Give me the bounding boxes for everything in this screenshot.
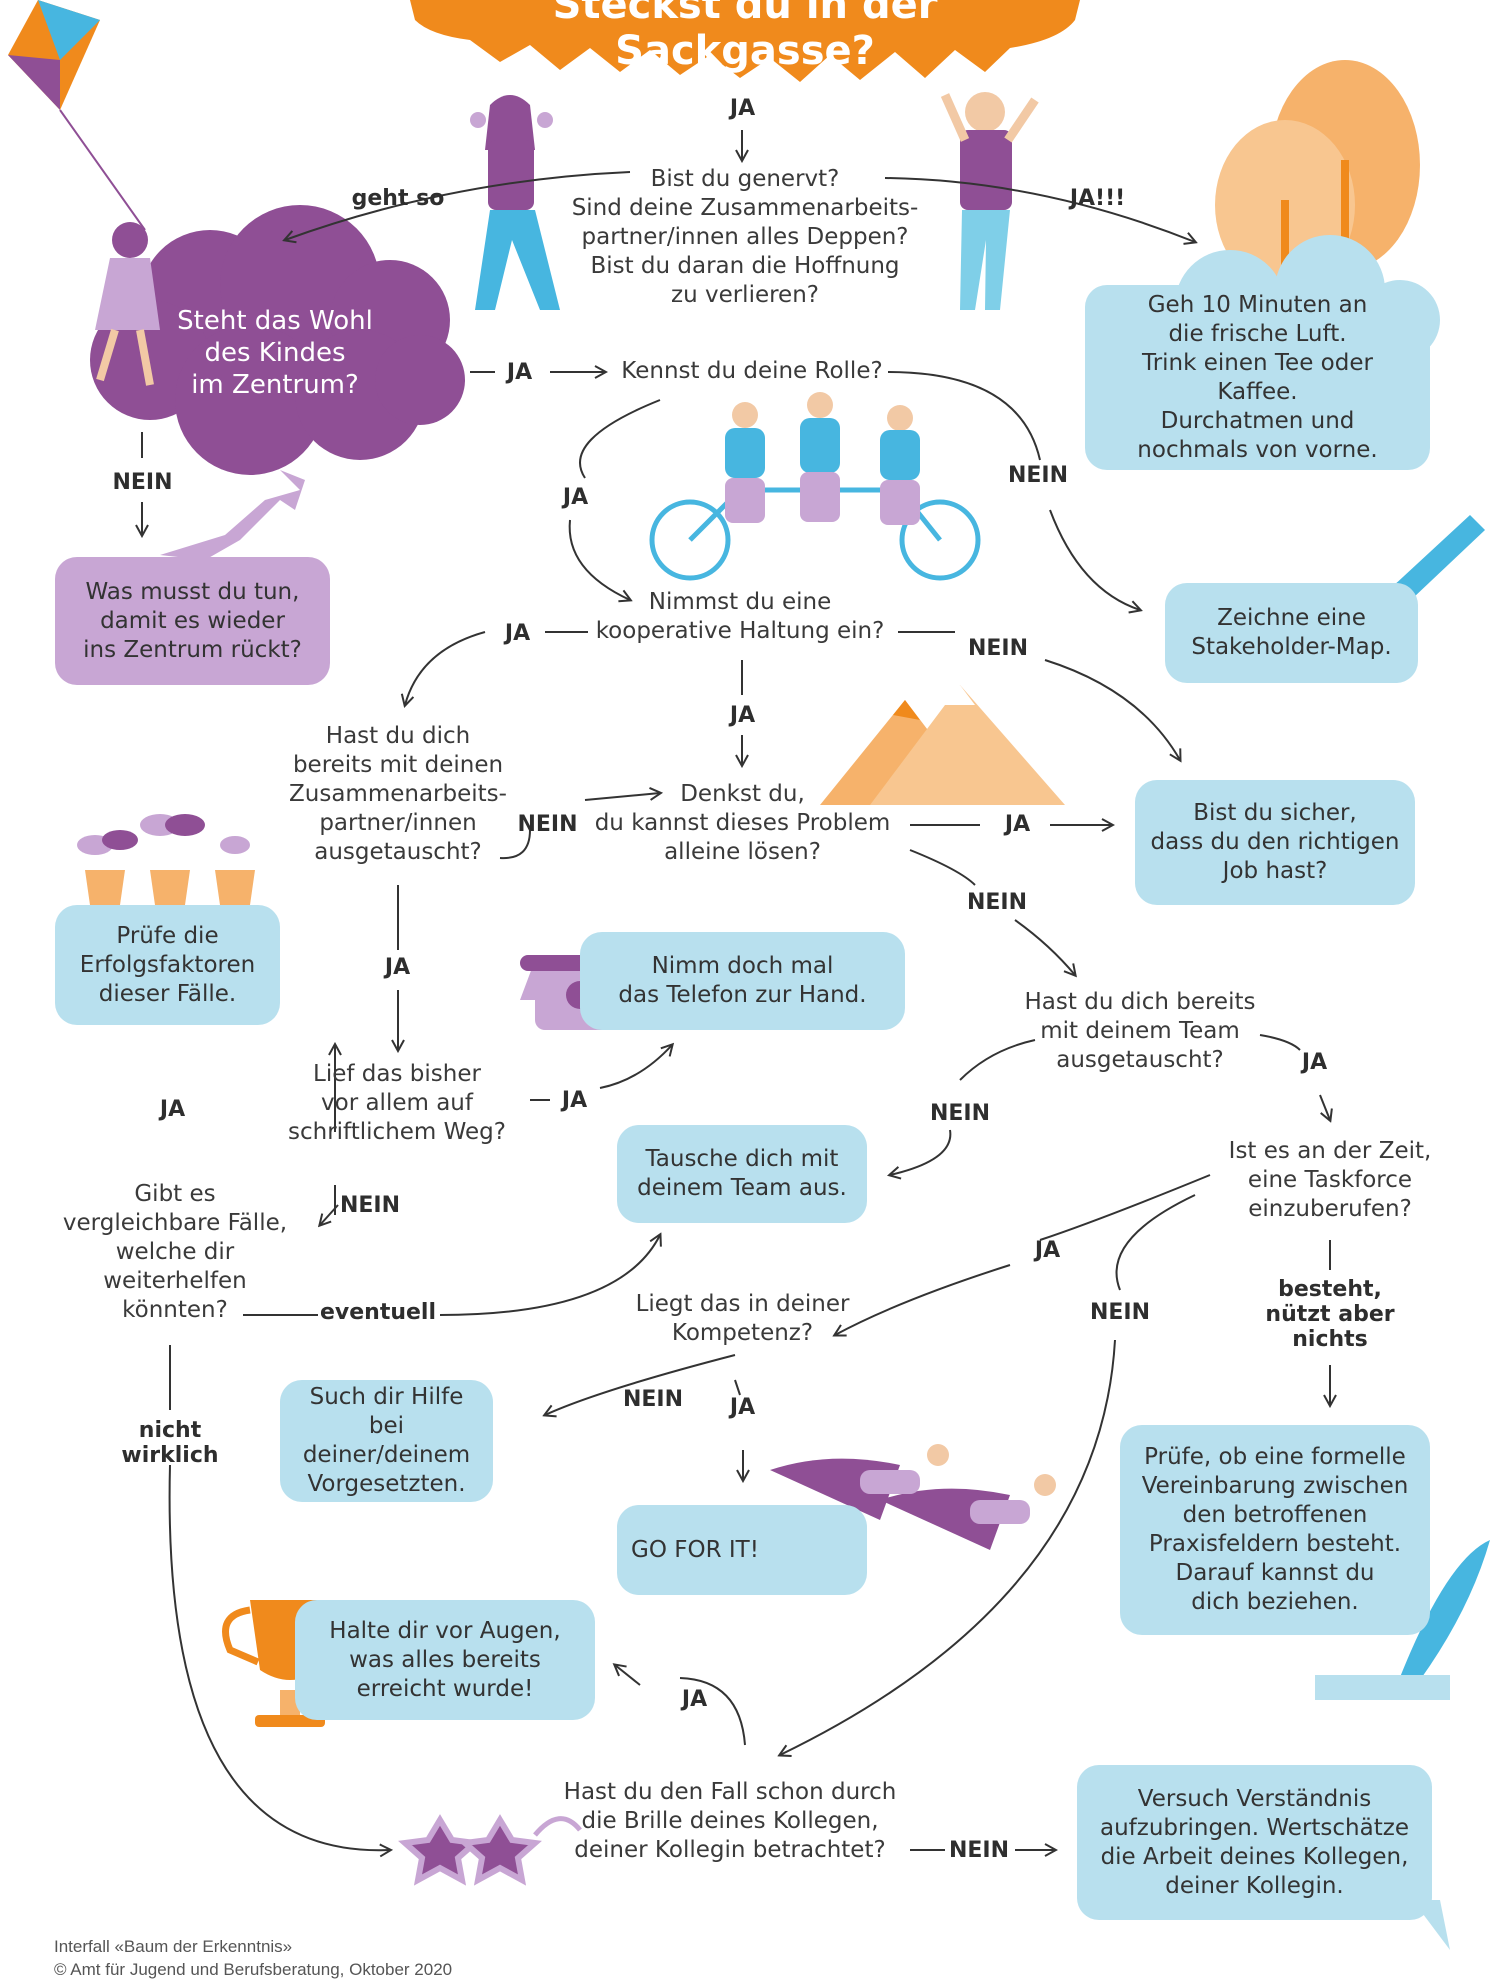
tandem-bike-illustration (649, 392, 981, 581)
label-nein-haltung: NEIN (967, 636, 1029, 661)
title-burst-shape (410, 0, 1080, 82)
label-ja-brille: JA (681, 1687, 708, 1712)
box-telefon: Nimm doch mal das Telefon zur Hand. (580, 932, 905, 1030)
arrows (142, 130, 1330, 1850)
label-nein-kompetenz: NEIN (622, 1387, 684, 1412)
mountains-illustration (820, 685, 1065, 805)
box-richtiger-job: Bist du sicher, dass du den richtigen Jo… (1135, 780, 1415, 905)
feather-illustration (1315, 1540, 1490, 1700)
box-team-austausch: Tausche dich mit deinem Team aus. (617, 1125, 867, 1223)
label-nein-schriftlich: NEIN (339, 1193, 401, 1218)
annoyed-woman-illustration (470, 95, 560, 310)
box-erfolgsfaktoren: Prüfe die Erfolgsfaktoren dieser Fälle. (55, 905, 280, 1025)
label-ja-haltung: JA (504, 621, 531, 646)
kite-illustration (8, 0, 146, 231)
label-nein-taskforce: NEIN (1089, 1300, 1151, 1325)
footer-credit: Interfall «Baum der Erkenntnis» (54, 1937, 293, 1956)
label-nein-rolle: NEIN (1007, 463, 1069, 488)
label-geht-so: geht so (351, 186, 445, 211)
box-verstaendnis: Versuch Verständnis aufzubringen. Wertsc… (1077, 1765, 1432, 1920)
star-glasses-illustration (398, 1814, 582, 1886)
label-nicht-wirklich: nicht wirklich (121, 1418, 219, 1468)
box-ins-zentrum: Was musst du tun, damit es wieder ins Ze… (55, 557, 330, 685)
question-ausgetauscht: Hast du dich bereits mit deinen Zusammen… (289, 723, 507, 865)
box-formelle-vereinbarung: Prüfe, ob eine formelle Vereinbarung zwi… (1120, 1425, 1430, 1635)
label-ja-wohl: JA (506, 360, 533, 385)
label-ja-kompetenz: JA (729, 1395, 756, 1420)
question-team-ausgetauscht: Hast du dich bereits mit deinem Team aus… (1024, 989, 1256, 1073)
label-ja-vergleichbar: JA (159, 1097, 186, 1122)
question-kooperative-haltung: Nimmst du eine kooperative Haltung ein? (595, 589, 885, 644)
label-ja-team: JA (1301, 1050, 1328, 1075)
footer-copyright: © Amt für Jugend und Berufsberatung, Okt… (54, 1960, 453, 1979)
label-ja-top: JA (729, 96, 756, 121)
box-tail-shape (1360, 1900, 1450, 1950)
label-ja-schriftlich: JA (561, 1088, 588, 1113)
page-title: Steckst du in der Sackgasse? (552, 0, 938, 74)
label-nein-alleine: NEIN (966, 890, 1028, 915)
label-nein-ausgetauscht: NEIN (517, 812, 578, 837)
label-nein-team: NEIN (929, 1101, 991, 1126)
label-ja-haltung-down: JA (729, 703, 756, 728)
label-ja-excl: JA!!! (1069, 186, 1126, 211)
label-besteht-nuetzt-nicht: besteht, nützt aber nichts (1265, 1277, 1395, 1352)
question-alleine-loesen: Denkst du, du kannst dieses Problem alle… (594, 781, 891, 865)
stressed-man-illustration (940, 92, 1039, 310)
box-erreicht: Halte dir vor Augen, was alles bereits e… (295, 1600, 595, 1720)
question-wohl-des-kindes: Steht das Wohl des Kindes im Zentrum? (177, 306, 373, 400)
label-ja-taskforce: JA (1034, 1238, 1061, 1263)
box-frische-luft: Geh 10 Minuten an die frische Luft. Trin… (1085, 285, 1430, 470)
question-genervt: Bist du genervt? Sind deine Zusammenarbe… (571, 166, 919, 308)
label-ja-ausgetauscht: JA (384, 955, 411, 980)
question-schriftlich: Lief das bisher vor allem auf schriftlic… (288, 1061, 506, 1145)
label-ja-alleine: JA (1004, 812, 1031, 837)
question-rolle: Kennst du deine Rolle? (621, 358, 883, 384)
label-ja-rolle: JA (562, 485, 589, 510)
question-kompetenz: Liegt das in deiner Kompetenz? (635, 1291, 850, 1346)
arrow-up-illustration (160, 470, 305, 560)
label-nein-wohl: NEIN (112, 470, 173, 495)
girl-illustration (95, 222, 160, 386)
box-go-for-it: GO FOR IT! (617, 1505, 867, 1595)
label-eventuell: eventuell (319, 1300, 437, 1325)
box-vorgesetzte: Such dir Hilfe bei deiner/deinem Vorgese… (280, 1380, 493, 1502)
box-stakeholder-map: Zeichne eine Stakeholder-Map. (1165, 583, 1418, 683)
plants-illustration (77, 814, 255, 905)
label-nein-brille: NEIN (948, 1838, 1010, 1863)
question-taskforce: Ist es an der Zeit, eine Taskforce einzu… (1228, 1138, 1432, 1222)
question-brille: Hast du den Fall schon durch die Brille … (563, 1779, 897, 1863)
superheroes-illustration (770, 1444, 1056, 1550)
question-vergleichbare-faelle: Gibt es vergleichbare Fälle, welche dir … (62, 1181, 288, 1323)
